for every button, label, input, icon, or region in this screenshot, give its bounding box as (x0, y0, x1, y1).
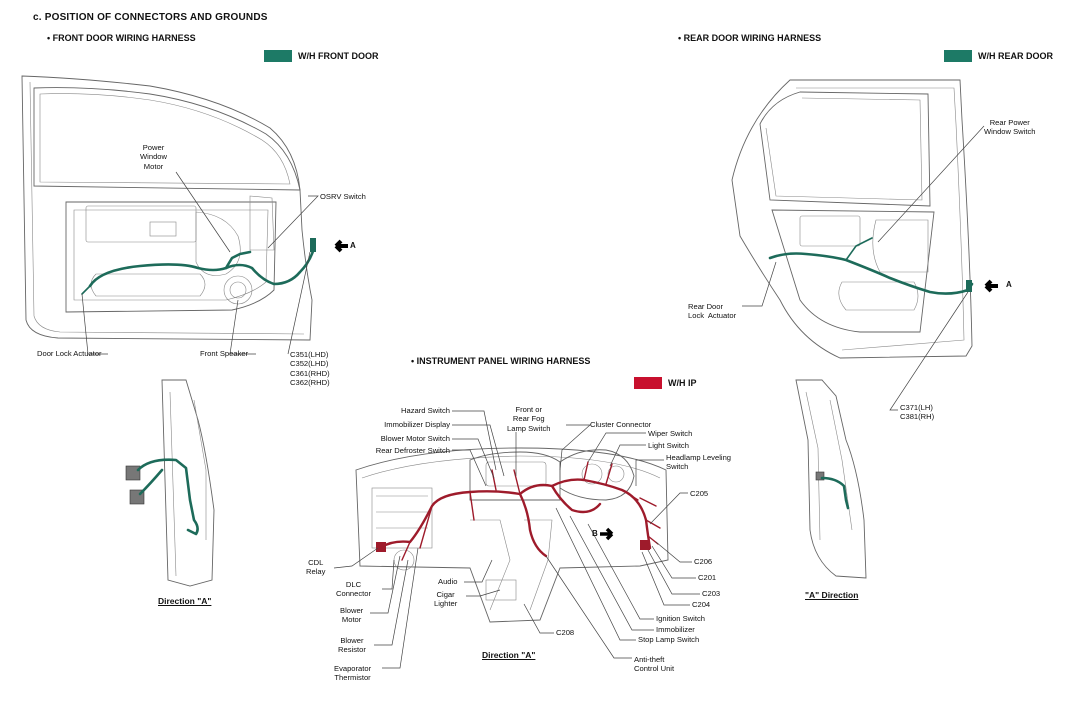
label-evaporator-thermistor: Evaporator Thermistor (334, 664, 372, 683)
label-fog-lamp-switch: Front or Rear Fog Lamp Switch (507, 405, 551, 433)
front-door-drawing (21, 75, 348, 341)
label-c206: C206 (694, 557, 713, 566)
rear-door-legend-swatch (944, 50, 972, 62)
ip-legend-swatch (634, 377, 662, 389)
ip-legend: W/H IP (634, 377, 697, 389)
label-anti-theft-control-unit: Anti-theft Control Unit (634, 655, 675, 674)
front-door-legend: W/H FRONT DOOR (264, 50, 379, 62)
label-c203: C203 (702, 589, 721, 598)
label-hazard-switch: Hazard Switch (401, 406, 450, 415)
label-c208: C208 (556, 628, 575, 637)
front-door-legend-swatch (264, 50, 292, 62)
ip-heading: • INSTRUMENT PANEL WIRING HARNESS (411, 356, 591, 366)
label-rear-power-window-switch: Rear Power Window Switch (984, 118, 1036, 137)
page-title: c. POSITION OF CONNECTORS AND GROUNDS (33, 12, 268, 23)
front-door-legend-label: W/H FRONT DOOR (298, 51, 379, 61)
label-blower-resistor: Blower Resistor (338, 636, 366, 655)
label-c205: C205 (690, 489, 709, 498)
rear-door-legend: W/H REAR DOOR (944, 50, 1053, 62)
label-blower-motor-switch: Blower Motor Switch (380, 434, 450, 443)
rear-door-direction-a-drawing (795, 379, 867, 579)
label-wiper-switch: Wiper Switch (648, 429, 693, 438)
label-stop-lamp-switch: Stop Lamp Switch (638, 635, 700, 644)
label-headlamp-leveling-switch: Headlamp Leveling Switch (666, 453, 732, 472)
label-rear-door-lock-actuator: Rear Door Lock Actuator (688, 302, 737, 321)
label-cdl-relay: CDL Relay (306, 558, 326, 577)
label-front-door-connectors: C351(LHD) C352(LHD) C361(RHD) C362(RHD) (290, 350, 330, 388)
front-door-direction-a-drawing (125, 379, 215, 587)
rear-door-drawing (731, 79, 998, 359)
label-c201: C201 (698, 573, 717, 582)
label-ignition-switch: Ignition Switch (656, 614, 705, 623)
label-rear-door-connectors: C371(LH) C381(RH) (900, 403, 935, 422)
label-door-lock-actuator: Door Lock Actuator (37, 349, 102, 358)
label-immobilizer-display: Immobilizer Display (384, 420, 450, 429)
leader-lines (81, 125, 985, 669)
rear-door-heading: • REAR DOOR WIRING HARNESS (678, 33, 822, 43)
label-audio: Audio (438, 577, 458, 586)
label-rear-defroster-switch: Rear Defroster Switch (375, 446, 450, 455)
rear-door-legend-label: W/H REAR DOOR (978, 51, 1053, 61)
label-arrow-b: B (592, 529, 598, 538)
instrument-panel-drawing (355, 447, 669, 623)
label-front-arrow-a: A (350, 241, 356, 250)
rear-door-direction-caption: "A" Direction (805, 590, 859, 600)
label-osrv-switch: OSRV Switch (320, 192, 366, 201)
label-cigar-lighter: Cigar Lighter (434, 590, 458, 609)
label-rear-arrow-a: A (1006, 280, 1012, 289)
label-cluster-connector: Cluster Connector (590, 420, 652, 429)
label-light-switch: Light Switch (648, 441, 689, 450)
label-c204: C204 (692, 600, 711, 609)
label-power-window-motor: Power Window Motor (140, 143, 168, 171)
label-immobilizer: Immobilizer (656, 625, 695, 634)
front-door-heading: • FRONT DOOR WIRING HARNESS (47, 33, 196, 43)
label-dlc-connector: DLC Connector (336, 580, 372, 599)
ip-direction-caption: Direction "A" (482, 650, 536, 660)
label-blower-motor: Blower Motor (340, 606, 364, 625)
front-door-direction-caption: Direction "A" (158, 596, 212, 606)
label-front-speaker: Front Speaker (200, 349, 249, 358)
ip-legend-label: W/H IP (668, 378, 697, 388)
